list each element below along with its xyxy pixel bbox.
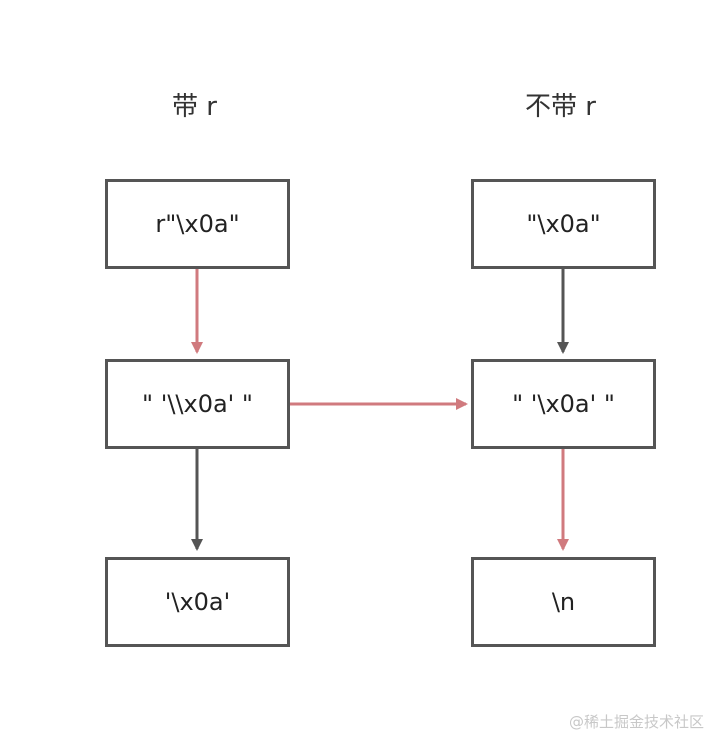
box-right-bottom: \n	[471, 557, 656, 647]
box-left-top-label: r"\x0a"	[155, 210, 240, 238]
box-right-bottom-label: \n	[551, 588, 576, 616]
box-left-bottom: '\x0a'	[105, 557, 290, 647]
box-left-bottom-label: '\x0a'	[164, 588, 231, 616]
box-right-mid-label: " '\x0a' "	[512, 390, 615, 418]
watermark: @稀土掘金技术社区	[568, 713, 704, 731]
box-left-mid: " '\\x0a' "	[105, 359, 290, 449]
box-right-top-label: "\x0a"	[526, 210, 601, 238]
box-right-top: "\x0a"	[471, 179, 656, 269]
box-left-top: r"\x0a"	[105, 179, 290, 269]
box-right-mid: " '\x0a' "	[471, 359, 656, 449]
heading-with-r: 带 r	[172, 92, 217, 122]
heading-without-r: 不带 r	[525, 92, 596, 122]
box-left-mid-label: " '\\x0a' "	[142, 390, 253, 418]
